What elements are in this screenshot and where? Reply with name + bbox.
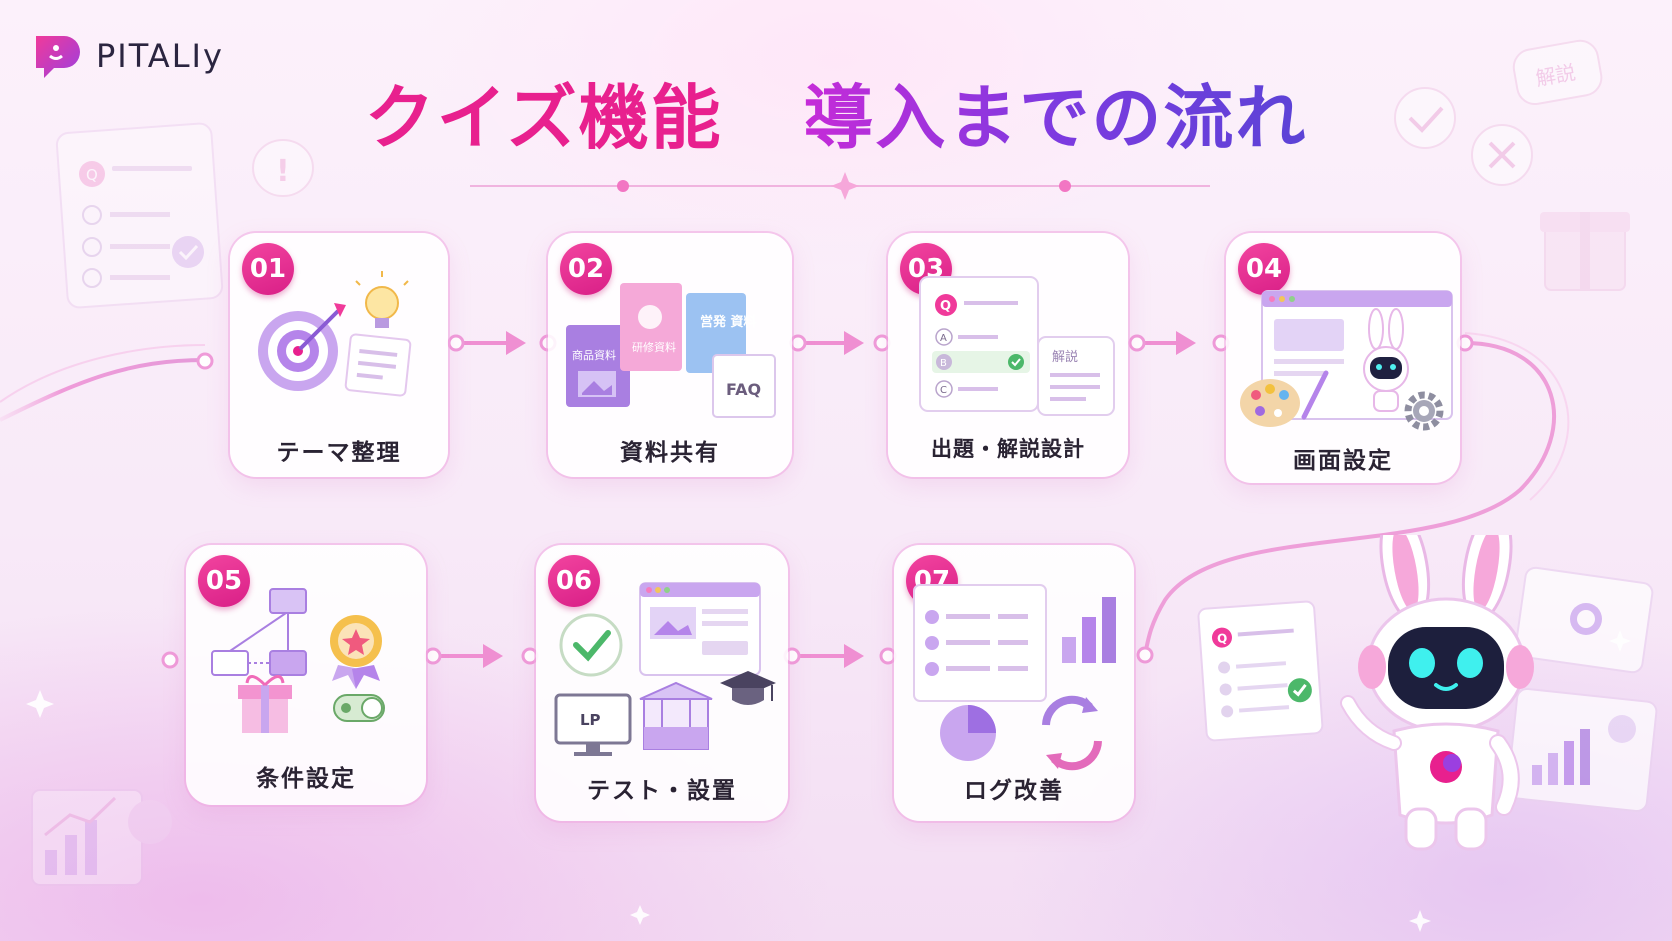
svg-text:研修資料: 研修資料	[632, 340, 676, 354]
decor-quiz-card: Q	[1197, 600, 1324, 742]
page-title: クイズ機能 導入までの流れ	[0, 62, 1672, 163]
target-icon	[258, 303, 346, 391]
svg-text:営発 資料: 営発 資料	[700, 314, 757, 330]
title-part-2: 導入までの流れ	[803, 77, 1308, 159]
browser-window-icon	[639, 582, 761, 676]
step-number-badge: 06	[548, 555, 600, 607]
decor-exclaim-bubble: !	[252, 139, 314, 197]
toggle-icon	[333, 694, 385, 722]
step-04-illustration	[1240, 290, 1453, 431]
bar-chart-icon	[1062, 597, 1116, 663]
step-number-badge: 05	[198, 555, 250, 607]
step-label: テーマ整理	[276, 440, 402, 466]
step-card-05: 05 条件設定	[186, 545, 426, 805]
booth-icon	[639, 681, 713, 750]
step-label: 出題・解説設計	[931, 437, 1085, 461]
palette-icon	[1240, 379, 1300, 427]
step-label: 条件設定	[256, 766, 356, 792]
svg-text:Q: Q	[940, 299, 951, 314]
checkmark-icon	[559, 613, 623, 677]
arrow-05-06	[433, 644, 503, 668]
step-card-01: 01 テーマ整理	[230, 233, 448, 477]
step-label: 資料共有	[620, 440, 720, 466]
graduation-cap-icon	[720, 671, 776, 705]
svg-text:B: B	[940, 358, 947, 369]
brand-name: PITALIy	[96, 37, 224, 75]
decor-chart-card	[1506, 687, 1658, 813]
document-icon: 営発 資料	[686, 293, 757, 373]
document-icon	[344, 333, 412, 397]
step-card-03: 03 Q A B C 解説 出題・解説設計	[888, 233, 1128, 477]
svg-text:LP: LP	[580, 711, 601, 729]
step-03-illustration: Q A B C 解説	[919, 276, 1115, 416]
lightbulb-icon	[355, 271, 409, 328]
svg-text:A: A	[940, 333, 947, 344]
document-icon: 研修資料	[620, 283, 682, 371]
document-icon: FAQ	[712, 354, 776, 418]
svg-text:C: C	[940, 385, 947, 396]
document-icon: 商品資料	[566, 325, 630, 407]
checkmark-icon	[1008, 354, 1024, 370]
decor-medal-card	[1514, 566, 1654, 674]
step-07-illustration	[913, 584, 1116, 771]
step-02-illustration: 商品資料 研修資料 営発 資料 FAQ	[566, 283, 776, 418]
step-card-06: 06 LP	[536, 545, 788, 821]
step-06-illustration: LP	[554, 582, 776, 756]
step-05-illustration	[211, 588, 385, 733]
step-card-04: 04 画面設定	[1226, 233, 1460, 483]
gift-icon	[238, 675, 292, 733]
step-01-illustration	[258, 271, 412, 397]
svg-text:FAQ: FAQ	[726, 380, 761, 399]
decor-quiz-card: Q	[55, 122, 224, 309]
mascot-scene: Q	[1197, 535, 1658, 851]
logo-icon	[36, 36, 80, 78]
user-list-icon	[913, 584, 1047, 702]
step-label: テスト・設置	[587, 778, 737, 804]
gear-icon	[1404, 391, 1444, 431]
pie-chart-icon	[940, 705, 996, 761]
svg-text:Q: Q	[1217, 631, 1228, 646]
rabbit-robot-mascot	[1363, 308, 1409, 412]
title-part-1: クイズ機能	[364, 77, 723, 159]
refresh-icon	[1042, 695, 1102, 771]
step-label: 画面設定	[1293, 448, 1393, 474]
svg-text:Q: Q	[86, 166, 98, 184]
title-divider	[470, 172, 1210, 200]
step-card-07: 07 ログ改善	[894, 545, 1134, 821]
rabbit-robot-mascot	[1340, 535, 1534, 851]
decor-top-right: 解説	[1394, 39, 1630, 291]
arrow-01-02	[456, 331, 526, 355]
decor-bottom-left-chart	[31, 789, 172, 886]
step-number-badge: 04	[1238, 243, 1290, 295]
step-number-badge: 01	[242, 243, 294, 295]
brand-logo: PITALIy	[30, 30, 224, 82]
step-label: ログ改善	[964, 778, 1064, 804]
step-card-02: 02 商品資料 研修資料 営発 資料 FAQ 資料共有	[548, 233, 792, 477]
monitor-icon: LP	[554, 693, 632, 756]
svg-text:!: !	[276, 154, 290, 189]
medal-icon	[330, 615, 382, 689]
step-number-badge: 02	[560, 243, 612, 295]
arrow-06-07	[792, 644, 864, 668]
svg-text:商品資料: 商品資料	[572, 348, 616, 362]
flowchart-icon	[211, 588, 307, 676]
svg-text:解説: 解説	[1052, 349, 1078, 365]
